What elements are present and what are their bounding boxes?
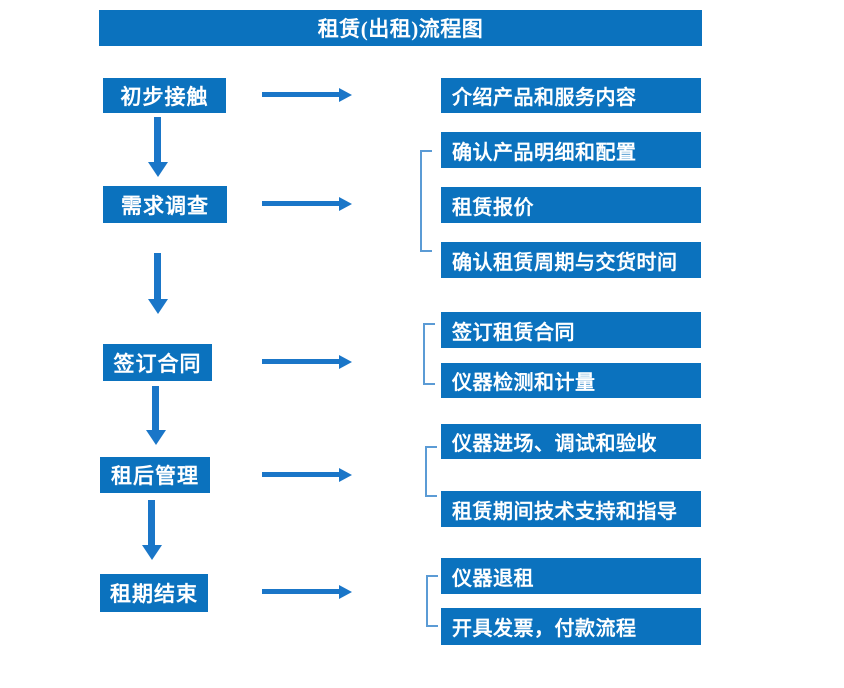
arrow-shaft [262, 472, 340, 477]
flowchart-title-bar: 租赁(出租)流程图 [99, 10, 702, 46]
step-box-post-rental-management: 租后管理 [100, 457, 210, 493]
arrow-head-icon [148, 299, 168, 314]
detail-box-confirm-rental-period: 确认租赁周期与交货时间 [441, 242, 701, 278]
bracket-group-sign-contract [423, 323, 435, 385]
arrow-head-icon [142, 545, 162, 560]
detail-box-instrument-return: 仪器退租 [441, 558, 701, 594]
detail-box-invoice-payment: 开具发票，付款流程 [441, 608, 701, 645]
arrow-head-icon [339, 585, 352, 599]
arrow-down-3 [146, 386, 166, 445]
arrow-down-4 [142, 500, 162, 560]
detail-label: 确认产品明细和配置 [452, 141, 637, 164]
arrow-shaft [154, 253, 161, 300]
arrow-shaft [262, 589, 340, 594]
arrow-shaft [152, 386, 159, 431]
detail-label: 开具发票，付款流程 [452, 618, 637, 640]
detail-label: 租赁报价 [452, 196, 534, 219]
step-box-initial-contact: 初步接触 [103, 78, 226, 113]
detail-label: 仪器退租 [452, 567, 534, 590]
arrow-head-icon [339, 88, 352, 102]
arrow-shaft [262, 359, 340, 364]
detail-label: 仪器检测和计量 [452, 372, 596, 394]
step-box-rental-end: 租期结束 [100, 574, 208, 612]
arrow-head-icon [148, 162, 168, 177]
step-label: 租后管理 [111, 464, 199, 488]
arrow-head-icon [339, 355, 352, 369]
arrow-shaft [262, 201, 340, 206]
detail-box-confirm-product-details: 确认产品明细和配置 [441, 132, 701, 168]
arrow-head-icon [339, 468, 352, 482]
detail-box-instrument-inspection: 仪器检测和计量 [441, 363, 701, 398]
arrow-shaft [148, 500, 155, 546]
step-label: 初步接触 [120, 84, 209, 109]
detail-label: 介绍产品和服务内容 [452, 87, 637, 109]
step-label: 租期结束 [110, 582, 198, 606]
arrow-right-3 [262, 355, 352, 369]
bracket-group-rental-end [426, 575, 438, 627]
detail-box-introduce-products: 介绍产品和服务内容 [441, 78, 701, 113]
arrow-right-1 [262, 88, 352, 102]
arrow-shaft [262, 92, 340, 97]
arrow-down-2 [148, 253, 168, 314]
arrow-head-icon [339, 197, 352, 211]
arrow-right-4 [262, 468, 352, 482]
step-label: 签订合同 [113, 351, 202, 376]
detail-label: 租赁期间技术支持和指导 [452, 500, 678, 523]
detail-label: 确认租赁周期与交货时间 [452, 251, 678, 274]
arrow-head-icon [146, 430, 166, 445]
detail-box-rental-quotation: 租赁报价 [441, 187, 701, 223]
detail-box-technical-support: 租赁期间技术支持和指导 [441, 491, 701, 527]
detail-box-instrument-setup-acceptance: 仪器进场、调试和验收 [441, 424, 701, 459]
detail-label: 仪器进场、调试和验收 [452, 433, 657, 455]
detail-label: 签订租赁合同 [452, 321, 575, 344]
bracket-group-demand-survey [420, 150, 432, 252]
bracket-group-post-rental [425, 446, 437, 497]
arrow-shaft [154, 117, 161, 163]
step-box-demand-survey: 需求调查 [103, 186, 227, 223]
step-label: 需求调查 [121, 193, 209, 218]
flowchart-title: 租赁(出租)流程图 [317, 17, 484, 41]
arrow-right-5 [262, 585, 352, 599]
arrow-down-1 [148, 117, 168, 177]
detail-box-sign-rental-contract: 签订租赁合同 [441, 312, 701, 348]
arrow-right-2 [262, 197, 352, 211]
step-box-sign-contract: 签订合同 [103, 344, 212, 381]
